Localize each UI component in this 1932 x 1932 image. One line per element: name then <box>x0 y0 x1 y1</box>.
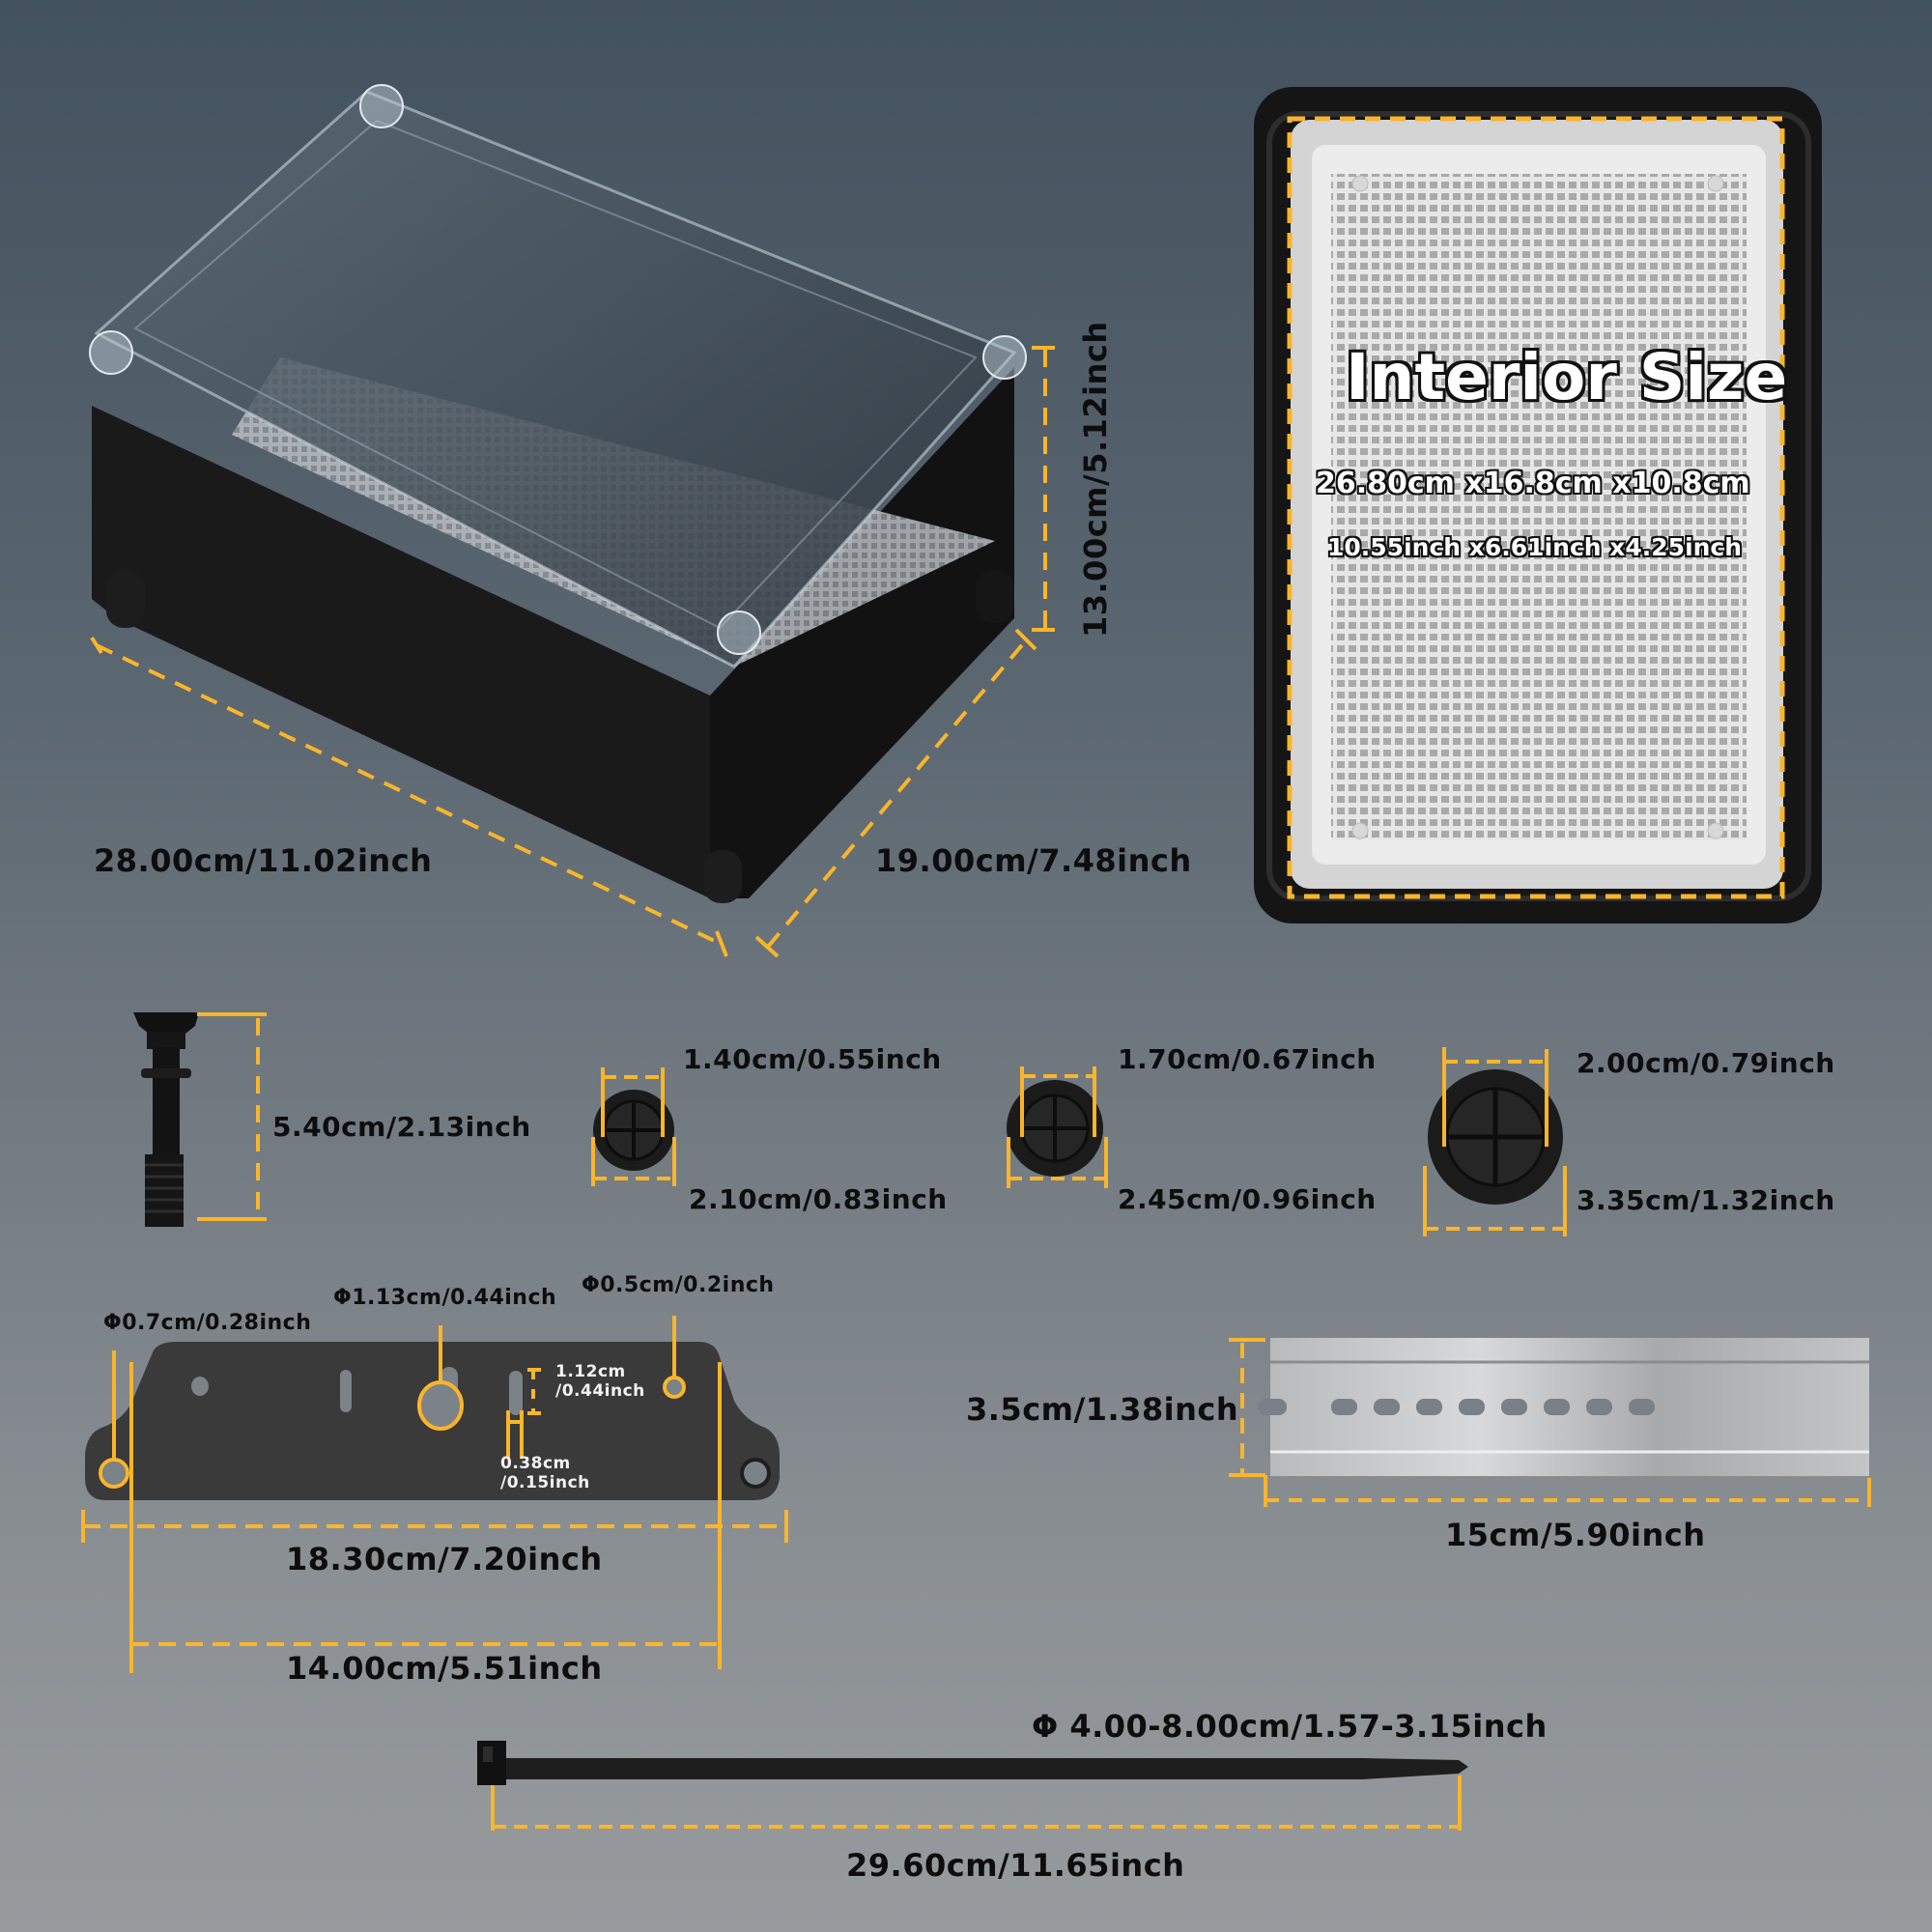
interior-size-title: Interior Size <box>1346 340 1788 414</box>
screw-illustration <box>133 1012 267 1227</box>
interior-top-view: Interior Size 26.80cm x16.8cm x10.8cm 10… <box>1254 87 1824 927</box>
interior-illustration <box>1254 87 1822 923</box>
grommet-small-outer-label: 2.10cm/0.83inch <box>689 1183 948 1215</box>
slot-height-label: 1.12cm /0.44inch <box>555 1362 645 1401</box>
cable-tie-diameter-label: Φ 4.00-8.00cm/1.57-3.15inch <box>1032 1708 1548 1745</box>
grommet-medium-outer-label: 2.45cm/0.96inch <box>1118 1183 1377 1215</box>
slot-height-cm: 1.12cm <box>555 1362 626 1381</box>
grommet-illustration <box>591 1067 676 1186</box>
enclosure-illustration <box>89 84 1055 958</box>
plate-overall-width-label: 18.30cm/7.20inch <box>286 1541 603 1577</box>
din-rail-illustration <box>1229 1338 1871 1507</box>
slot-height-inch: /0.44inch <box>555 1381 645 1401</box>
cable-tie-length-label: 29.60cm/11.65inch <box>846 1847 1185 1884</box>
grommet-large-inner-label: 2.00cm/0.79inch <box>1577 1047 1835 1079</box>
grommet-small: 1.40cm/0.55inch 2.10cm/0.83inch <box>589 1043 956 1217</box>
enclosure-height-label: 13.00cm/5.12inch <box>1077 321 1114 638</box>
grommet-illustration <box>1423 1047 1567 1236</box>
din-rail: 3.5cm/1.38inch 15cm/5.90inch <box>956 1323 1884 1565</box>
hole-right-label: Φ0.5cm/0.2inch <box>582 1273 775 1297</box>
plate-inner-width-label: 14.00cm/5.51inch <box>286 1650 603 1687</box>
mounting-plate: Φ0.7cm/0.28inch Φ1.13cm/0.44inch Φ0.5cm/… <box>77 1265 811 1690</box>
screw-item: 5.40cm/2.13inch <box>126 1005 560 1236</box>
enclosure-3d-view: 28.00cm/11.02inch 19.00cm/7.48inch 13.00… <box>0 0 1191 966</box>
enclosure-width-label: 19.00cm/7.48inch <box>875 842 1192 879</box>
grommet-medium-inner-label: 1.70cm/0.67inch <box>1118 1043 1377 1075</box>
din-rail-length-label: 15cm/5.90inch <box>1445 1517 1706 1553</box>
hole-center-label: Φ1.13cm/0.44inch <box>333 1286 557 1310</box>
din-rail-height-label: 3.5cm/1.38inch <box>966 1391 1239 1428</box>
slot-width-cm: 0.38cm <box>500 1454 571 1473</box>
screw-length-label: 5.40cm/2.13inch <box>272 1111 531 1143</box>
cable-tie: Φ 4.00-8.00cm/1.57-3.15inch 29.60cm/11.6… <box>464 1690 1548 1903</box>
cable-tie-illustration <box>477 1741 1468 1831</box>
slot-width-inch: /0.15inch <box>500 1473 590 1492</box>
grommet-medium: 1.70cm/0.67inch 2.45cm/0.96inch <box>1005 1043 1391 1217</box>
grommet-large: 2.00cm/0.79inch 3.35cm/1.32inch <box>1420 1034 1835 1236</box>
enclosure-length-label: 28.00cm/11.02inch <box>94 842 433 879</box>
mounting-plate-illustration <box>81 1316 788 1673</box>
grommet-large-outer-label: 3.35cm/1.32inch <box>1577 1184 1835 1216</box>
hole-left-label: Φ0.7cm/0.28inch <box>103 1311 312 1335</box>
interior-size-imperial: 10.55inch x6.61inch x4.25inch <box>1327 533 1743 561</box>
grommet-illustration <box>1007 1066 1108 1188</box>
grommet-small-inner-label: 1.40cm/0.55inch <box>683 1043 942 1075</box>
slot-width-label: 0.38cm /0.15inch <box>500 1454 590 1492</box>
interior-size-metric: 26.80cm x16.8cm x10.8cm <box>1316 467 1750 500</box>
